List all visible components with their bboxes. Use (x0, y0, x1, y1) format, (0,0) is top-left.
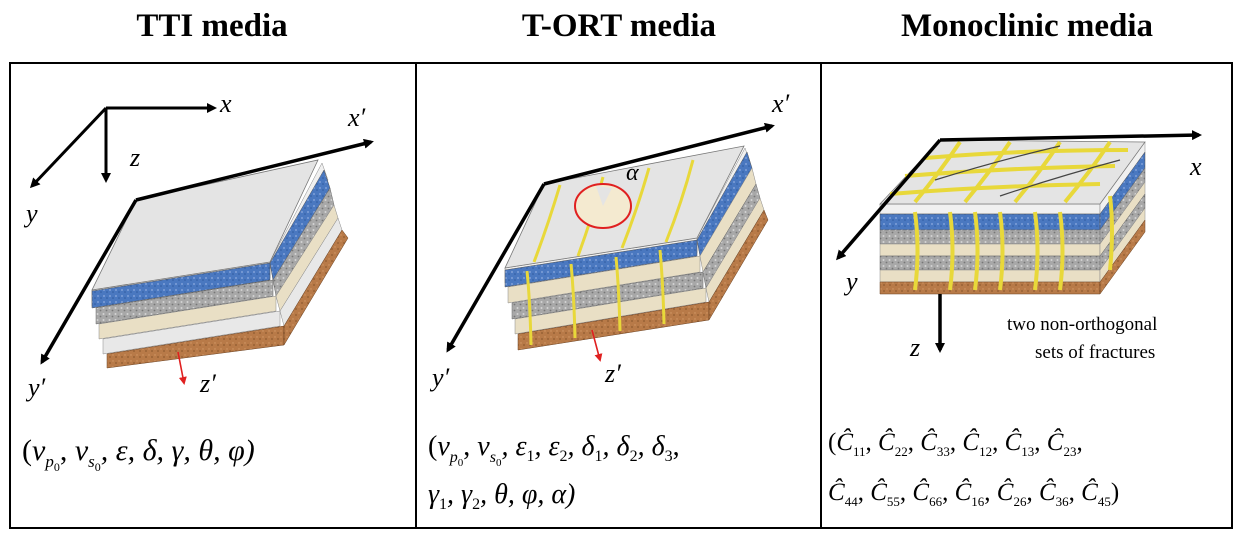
mono-coefficient: Ĉ (920, 428, 937, 456)
svg-text:(vp0, vs0, ε, δ, γ, θ, φ): (vp0, vs0, ε, δ, γ, θ, φ) (22, 434, 255, 474)
mono-coefficient: Ĉ (870, 478, 887, 506)
mono-coefficient: Ĉ (828, 478, 845, 506)
tti-axes (29, 103, 374, 385)
mono-axis-x-label: x (1189, 152, 1202, 181)
header-tti: TTI media (136, 8, 288, 44)
tti-axis-x-label: x (219, 89, 232, 118)
mono-axes (836, 130, 1202, 353)
svg-text:γ1, γ2, θ, φ, α): γ1, γ2, θ, φ, α) (428, 479, 575, 513)
panel-frame (9, 62, 1233, 529)
mono-coefficient: Ĉ (962, 428, 979, 456)
tort-block (504, 145, 769, 351)
mono-coefficient: Ĉ (997, 478, 1014, 506)
tti-block (91, 159, 349, 369)
tort-axis-yprime-label: y′ (429, 363, 450, 392)
tti-axis-zprime-label: z′ (199, 369, 216, 398)
header-tort: T-ORT media (521, 8, 717, 44)
fracture-note-line1: two non-orthogonal (1007, 314, 1157, 335)
mono-block (879, 139, 1146, 295)
fracture-note-line2: sets of fractures (1035, 342, 1155, 363)
tort-axis-zprime-label: z′ (604, 359, 621, 388)
mono-coefficient: Ĉ (1047, 428, 1064, 456)
mono-coefficient: Ĉ (1039, 478, 1056, 506)
tti-axis-xprime-label: x′ (347, 103, 366, 132)
mono-coefficient: Ĉ (836, 428, 853, 456)
svg-text:(vp0, vs0, ε1, ε2, δ1, δ2,: (vp0, vs0, ε1, ε2, δ1, δ2, δ3, (428, 431, 680, 469)
tti-axis-y-label: y (23, 199, 38, 228)
header-monoclinic: Monoclinic media (900, 8, 1154, 44)
tti-axis-z-label: z (129, 143, 140, 172)
tort-axes (446, 122, 775, 362)
mono-param-row: (Ĉ11, Ĉ22, Ĉ33, Ĉ12, Ĉ13, Ĉ23, (828, 428, 1083, 459)
mono-coefficient: Ĉ (912, 478, 929, 506)
tort-alpha-label: α (626, 160, 639, 186)
mono-parameters: (Ĉ11, Ĉ22, Ĉ33, Ĉ12, Ĉ13, Ĉ23, Ĉ44, Ĉ55, … (828, 428, 1119, 509)
tti-axis-yprime-label: y′ (25, 373, 46, 402)
tort-axis-xprime-label: x′ (771, 89, 790, 118)
mono-coefficient: Ĉ (955, 478, 972, 506)
mono-axis-y-label: y (843, 267, 858, 296)
tti-parameters: (vp0, vs0, ε, δ, γ, θ, φ) (22, 434, 255, 474)
mono-axis-z-label: z (909, 333, 920, 362)
mono-param-row: Ĉ44, Ĉ55, Ĉ66, Ĉ16, Ĉ26, Ĉ36, Ĉ45) (828, 478, 1119, 509)
tort-parameters: (vp0, vs0, ε1, ε2, δ1, δ2, δ3, γ1, γ2, θ… (428, 431, 680, 513)
mono-coefficient: Ĉ (1081, 478, 1098, 506)
mono-coefficient: Ĉ (878, 428, 895, 456)
mono-coefficient: Ĉ (1005, 428, 1022, 456)
